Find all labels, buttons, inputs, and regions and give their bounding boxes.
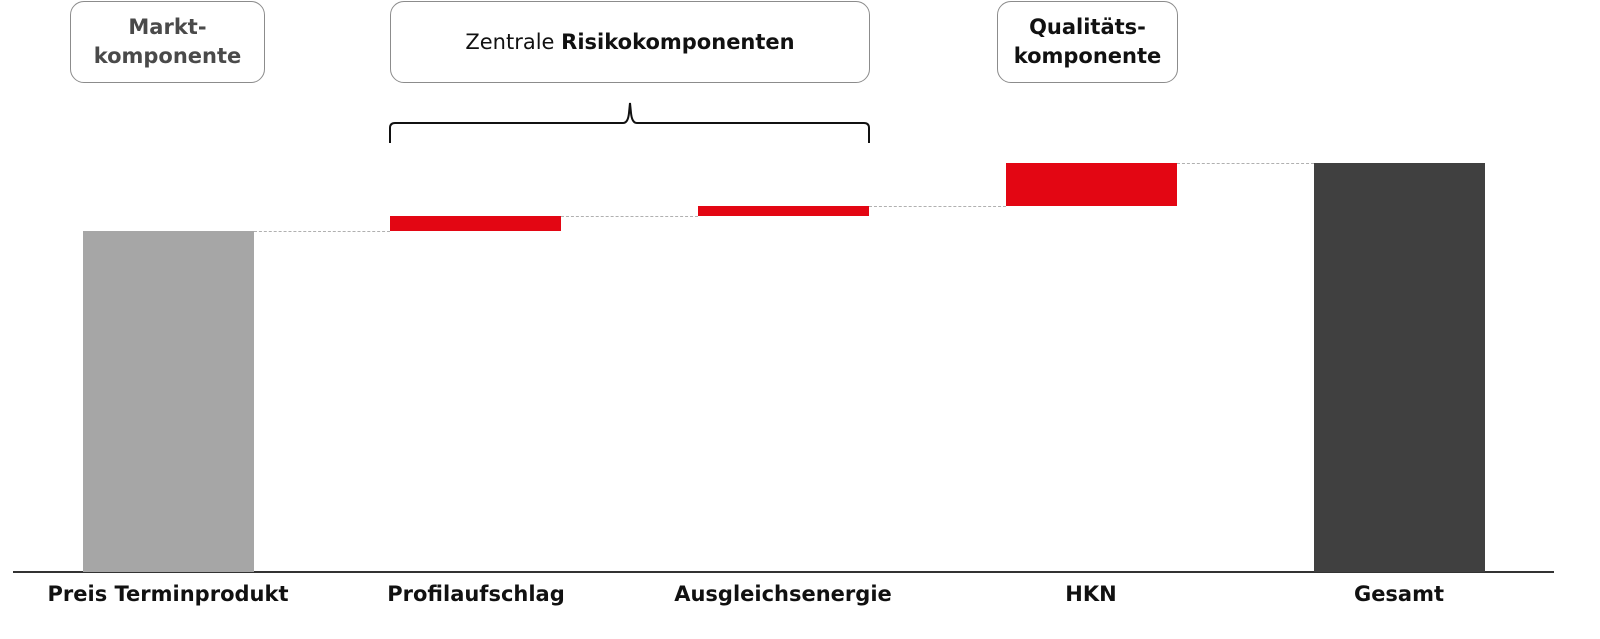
quality-component-label: Qualitäts- komponente	[997, 1, 1178, 83]
connector-line	[254, 231, 390, 232]
x-label-gesamt: Gesamt	[1353, 582, 1445, 606]
bar-profilaufschlag	[390, 215, 561, 231]
market-component-label: Markt- komponente	[70, 1, 265, 83]
risk-components-bold: Risikokomponenten	[561, 29, 795, 54]
risk-components-prefix: Zentrale	[465, 29, 562, 54]
bar-ausgleichsenergie	[698, 206, 869, 216]
quality-component-line2: komponente	[1013, 44, 1162, 68]
x-label-hkn: HKN	[1065, 582, 1117, 606]
curly-brace-icon	[389, 102, 870, 143]
market-component-line1: Markt-	[128, 15, 207, 39]
x-label-preis-terminprodukt: Preis Terminprodukt	[47, 582, 289, 606]
x-label-ausgleichsenergie: Ausgleichsenergie	[674, 582, 892, 606]
connector-line	[1177, 163, 1314, 165]
connector-line	[869, 206, 1006, 208]
bar-gesamt	[1314, 163, 1485, 572]
market-component-line2: komponente	[93, 44, 242, 68]
connector-line	[561, 215, 698, 217]
risk-components-label: Zentrale Risikokomponenten	[390, 1, 870, 83]
x-axis-baseline	[13, 571, 1554, 573]
quality-component-line1: Qualitäts-	[1029, 15, 1146, 39]
x-label-profilaufschlag: Profilaufschlag	[387, 582, 565, 606]
bar-preis-terminprodukt	[83, 231, 254, 572]
bar-hkn	[1006, 163, 1177, 207]
